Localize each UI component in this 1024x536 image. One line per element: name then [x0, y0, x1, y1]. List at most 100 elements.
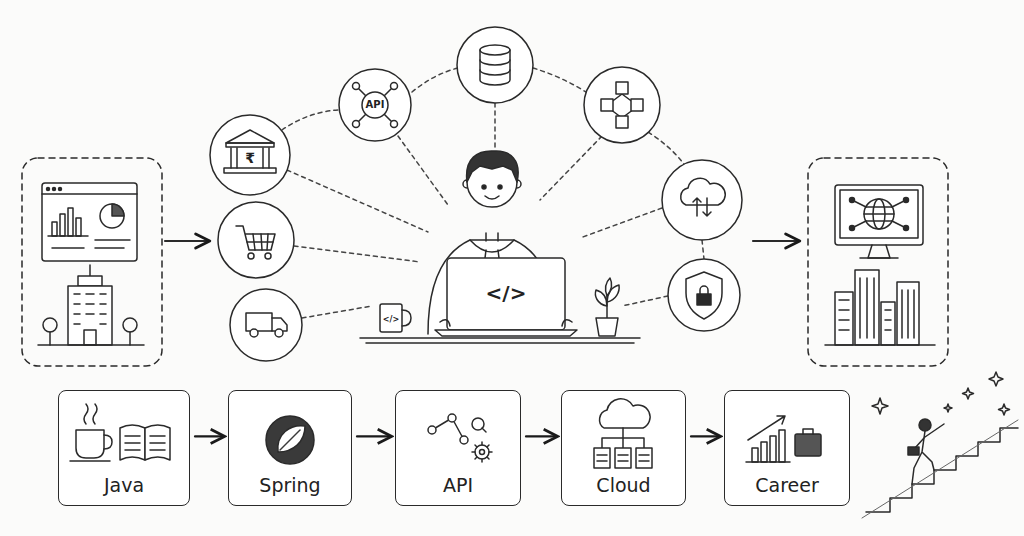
developer-figure [498, 185, 502, 189]
result-panel [873, 199, 885, 229]
result-panel [904, 198, 909, 203]
database-icon [457, 27, 533, 103]
mug [380, 304, 402, 332]
flow-arrow [195, 435, 223, 437]
result-panel [868, 245, 890, 258]
api-circle: API [337, 67, 413, 143]
desk [366, 342, 634, 344]
business-panel [95, 239, 130, 241]
cloud-icon [662, 160, 742, 240]
plant [596, 318, 618, 336]
plant [607, 285, 619, 302]
growth-icon [746, 416, 821, 462]
cart-icon [248, 253, 254, 259]
node-label: Java [104, 474, 144, 496]
rupee-symbol: ₹ [245, 150, 255, 166]
network-lines [302, 306, 372, 318]
bank-icon [231, 148, 269, 168]
cubes-icon [631, 99, 643, 111]
career-stairs [866, 428, 1018, 512]
network-lines [622, 296, 668, 306]
career-stairs [862, 372, 1018, 518]
result-panel [855, 270, 879, 345]
flow-arrow [526, 435, 556, 437]
result-panel [902, 290, 914, 338]
cloud-icon [681, 178, 725, 205]
developer-figure [463, 180, 471, 188]
cloud-server-icon [615, 448, 631, 468]
node-label: Spring [259, 474, 320, 496]
career-stairs [908, 447, 919, 455]
api-core [362, 92, 388, 118]
developer-figure [428, 151, 577, 336]
developer-figure [467, 151, 519, 182]
truck-icon [230, 289, 302, 361]
result-panel [808, 158, 948, 366]
truck-icon [272, 318, 287, 331]
spring-logo [266, 416, 314, 464]
plant [595, 290, 607, 306]
network-lines [412, 68, 458, 92]
network-lines [282, 110, 338, 130]
api-graph-icon [428, 414, 492, 462]
business-panel [95, 247, 124, 249]
result-panel [808, 158, 948, 366]
api-spoke [357, 87, 393, 123]
developer-figure [482, 185, 486, 189]
network-lines [648, 132, 684, 164]
coffee-icon [76, 430, 104, 458]
career-stairs [912, 431, 934, 484]
business-panel [43, 318, 57, 332]
plant [606, 278, 612, 296]
developer-figure [486, 233, 498, 241]
career-stairs [989, 372, 1003, 386]
developer-figure [470, 240, 514, 252]
cart-icon [218, 202, 294, 278]
shield-icon [668, 259, 740, 331]
step-box: Java [58, 390, 190, 506]
truck-icon [250, 329, 258, 337]
developer-figure [485, 196, 499, 199]
network-lines [294, 246, 420, 262]
cloud-server-icon [636, 448, 652, 468]
book-icon [125, 436, 165, 450]
api-graph-icon [428, 426, 436, 434]
api-dot [353, 83, 360, 90]
growth-icon [803, 429, 813, 434]
truck-icon [230, 289, 302, 361]
business-panel [52, 247, 84, 249]
business-panel [76, 218, 81, 236]
api-graph-icon [475, 445, 489, 459]
cubes-icon [610, 94, 634, 118]
cart-icon [247, 234, 273, 250]
book-icon [120, 425, 170, 460]
business-panel [22, 158, 162, 366]
network-lines [494, 103, 496, 150]
database-icon [480, 45, 510, 55]
business-panel [52, 222, 57, 236]
cubes-icon [616, 82, 628, 94]
book-icon [145, 425, 170, 460]
growth-icon [752, 448, 758, 462]
mug [402, 310, 411, 326]
shield-icon [686, 272, 722, 319]
developer-figure [447, 258, 565, 330]
developer-figure [428, 240, 556, 334]
result-panel [825, 344, 935, 346]
cloud-server-icon [600, 399, 651, 428]
code-symbol: </> [486, 281, 527, 305]
database-icon [480, 60, 510, 75]
database-icon [480, 50, 510, 85]
api-graph-icon [460, 436, 468, 444]
coffee-icon [84, 404, 97, 424]
business-panel [48, 235, 88, 237]
node-label: API [443, 474, 473, 496]
truck-icon [275, 329, 283, 337]
business-panel [53, 188, 56, 191]
api-dot [391, 83, 398, 90]
shield-icon [668, 259, 740, 331]
growth-icon [770, 436, 776, 462]
developer-figure [484, 250, 500, 266]
network-lines [580, 208, 662, 238]
